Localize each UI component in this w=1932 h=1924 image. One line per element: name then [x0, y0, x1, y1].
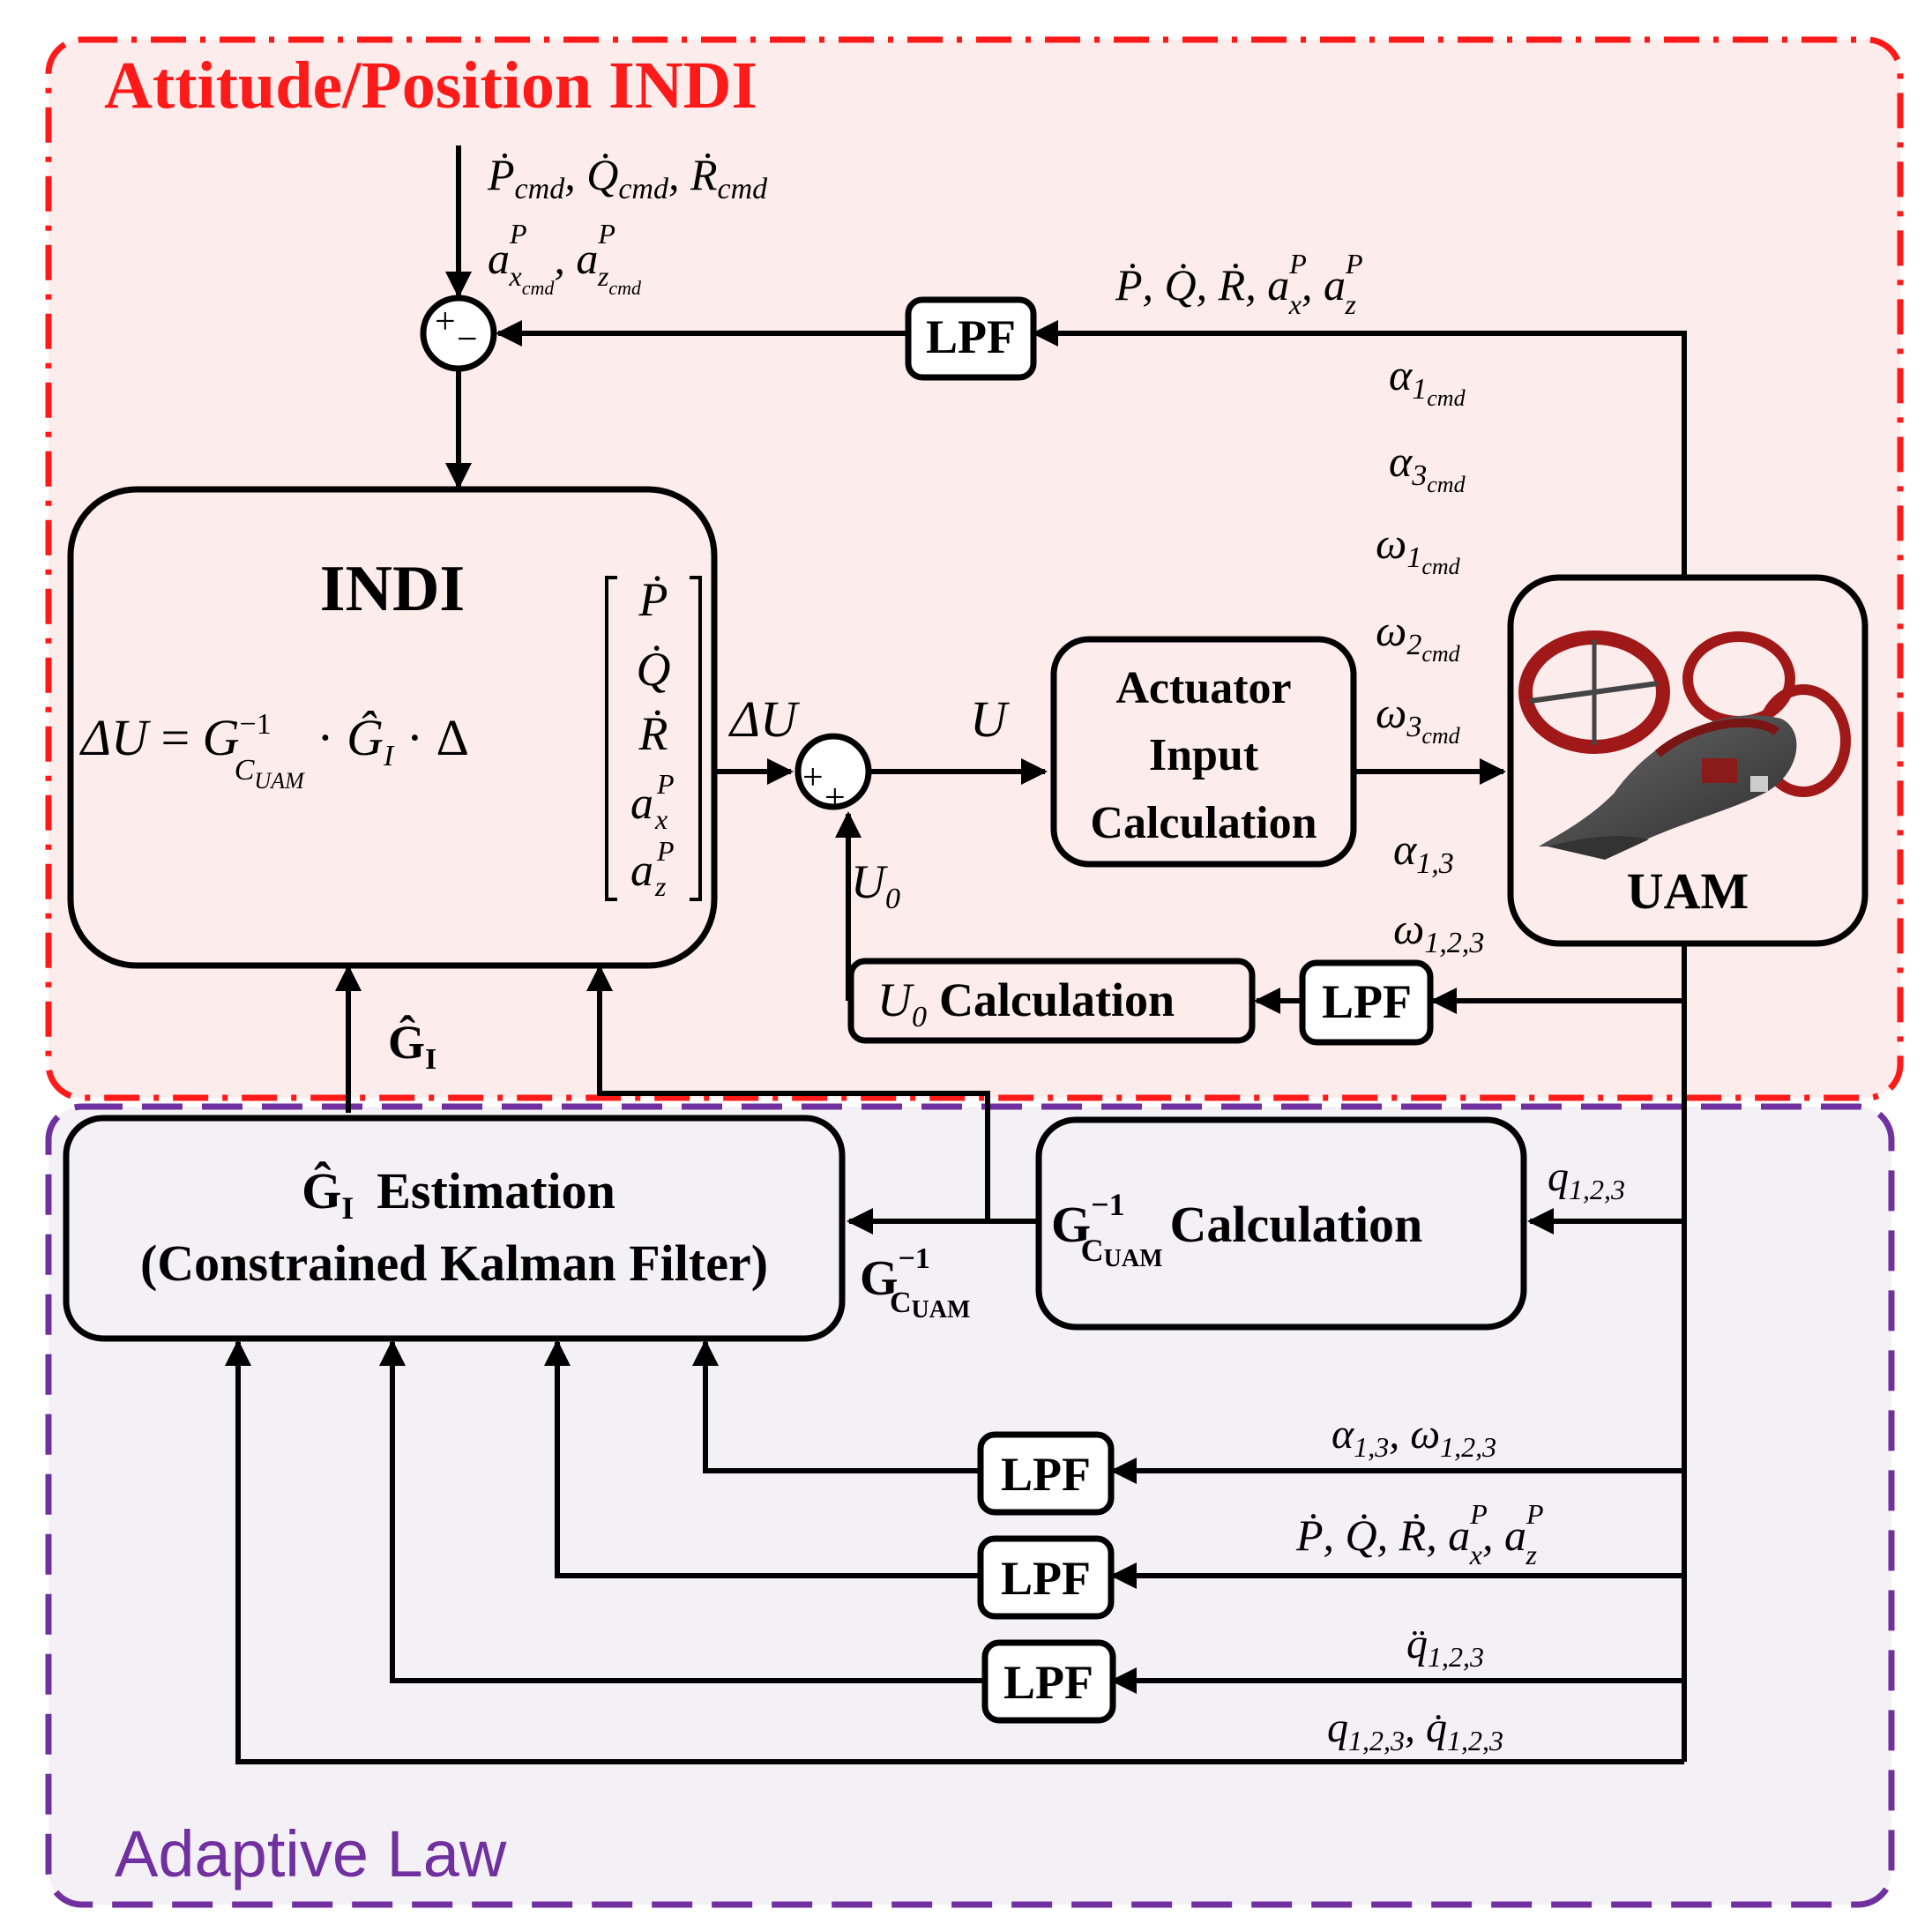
- u0-label: U0: [851, 855, 900, 915]
- indi-region-title: Attitude/Position INDI: [104, 48, 757, 123]
- omega1-cmd-label: ω1cmd: [1376, 518, 1461, 579]
- u-label: U: [970, 690, 1011, 748]
- indi-region: [45, 36, 1904, 1101]
- feedback-top-line: [1032, 320, 1687, 578]
- actuator-line-1: Actuator: [1115, 663, 1291, 713]
- adaptive-region: [45, 1103, 1895, 1908]
- lpf1-to-estimation-arrow: [692, 1339, 981, 1473]
- ginv-to-indi-arrow: [586, 965, 990, 1221]
- svg-text:LPF: LPF: [1001, 1552, 1091, 1605]
- svg-text:P: P: [656, 835, 675, 867]
- svg-text:a: a: [630, 846, 653, 896]
- summing-junction-top: + −: [420, 295, 497, 372]
- svg-text:LPF: LPF: [1003, 1656, 1093, 1709]
- lpf-adaptive-1: LPF: [977, 1431, 1115, 1516]
- alpha13-label: α1,3: [1393, 824, 1454, 880]
- svg-text:LPF: LPF: [1001, 1448, 1091, 1501]
- ginv-calc-text: Calculation: [1170, 1196, 1423, 1253]
- omega3-cmd-label: ω3cmd: [1376, 688, 1461, 749]
- cmd-rates-label: Ṗcmd, Q̇cmd, Ṙcmd: [487, 150, 768, 205]
- adaptive-region-title: Adaptive Law: [115, 1817, 507, 1890]
- lpf-adaptive-3: LPF: [981, 1639, 1116, 1724]
- uam-block: UAM: [1507, 574, 1869, 947]
- svg-text:−: −: [457, 319, 478, 360]
- svg-text:a: a: [630, 779, 653, 829]
- svg-text:+: +: [802, 757, 824, 798]
- eq-vec-r: Ṙ: [638, 707, 668, 760]
- svg-text:z: z: [654, 870, 667, 902]
- omega2-cmd-label: ω2cmd: [1376, 606, 1461, 667]
- uam-aircraft-image: [1518, 630, 1851, 860]
- omega123-label: ω1,2,3: [1393, 904, 1484, 959]
- lpf3-to-estimation-arrow: [379, 1339, 983, 1683]
- estimation-line-2: (Constrained Kalman Filter): [140, 1234, 768, 1292]
- q-qdot-arrow: [225, 1339, 1684, 1764]
- eq-vec-q: Q̇: [637, 643, 671, 696]
- uam-label: UAM: [1627, 862, 1749, 920]
- lpf-u0: LPF: [1299, 959, 1434, 1046]
- indi-title: INDI: [320, 553, 465, 625]
- svg-text:+: +: [824, 778, 846, 818]
- actuator-input-block: Actuator Input Calculation: [1050, 636, 1357, 868]
- q123-label: q1,2,3: [1548, 1153, 1625, 1205]
- alpha1-cmd-label: α1cmd: [1389, 350, 1466, 411]
- alpha3-cmd-label: α3cmd: [1389, 436, 1466, 497]
- q-qdot-label: q1,2,3, q̇1,2,3: [1327, 1704, 1503, 1756]
- eq-vec-p: Ṗ: [638, 573, 668, 626]
- eq-lhs: ΔU: [79, 709, 152, 766]
- lpf-top: LPF: [905, 296, 1037, 381]
- lpf-adaptive-2: LPF: [977, 1535, 1115, 1620]
- delta-u-label: ΔU: [728, 690, 801, 748]
- alpha-omega-label: α1,3, ω1,2,3: [1332, 1411, 1496, 1463]
- qddot-label: q̈1,2,3: [1406, 1621, 1484, 1673]
- estimation-line-1: Estimation: [377, 1162, 615, 1219]
- svg-text:LPF: LPF: [1322, 975, 1412, 1028]
- svg-text:x: x: [654, 803, 668, 835]
- actuator-line-3: Calculation: [1090, 798, 1317, 848]
- actuator-line-2: Input: [1149, 730, 1259, 780]
- summing-junction-mid: + +: [794, 733, 872, 818]
- ghat-label: ĜI: [388, 1014, 436, 1076]
- lpf2-to-estimation-arrow: [544, 1339, 981, 1578]
- svg-text:LPF: LPF: [926, 310, 1016, 363]
- u0-calc-text: Calculation: [939, 973, 1175, 1026]
- svg-text:+: +: [435, 302, 456, 342]
- svg-text:P: P: [656, 768, 675, 800]
